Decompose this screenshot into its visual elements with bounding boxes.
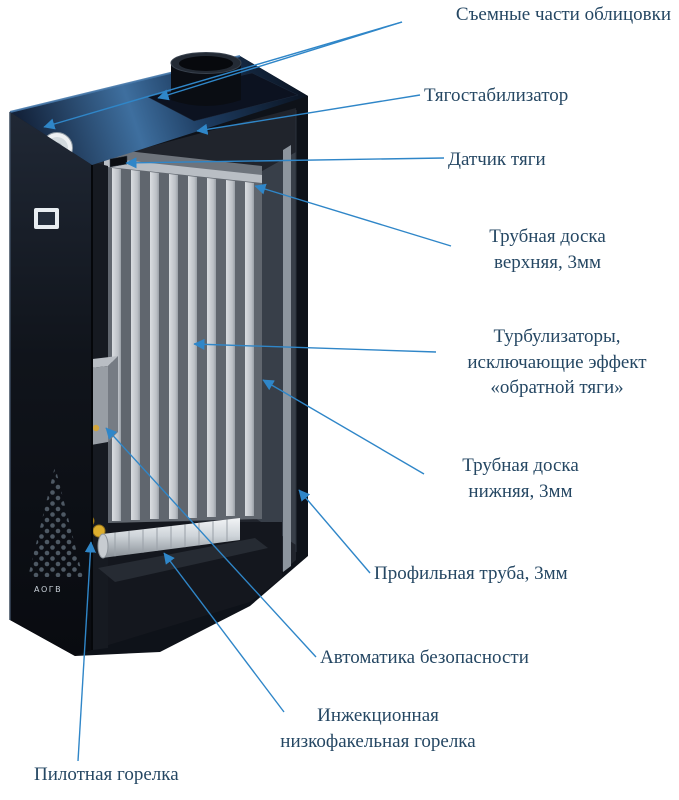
automation-knob — [92, 424, 100, 432]
label-line: Инжекционная — [317, 705, 439, 726]
front-panel-face — [10, 112, 92, 656]
label-line: нижняя, 3мм — [468, 480, 573, 502]
label-line: «обратной тяги» — [490, 377, 624, 399]
burner-tube — [97, 518, 240, 559]
label-line: Трубная доска — [489, 226, 606, 247]
control-display — [34, 208, 59, 229]
fin — [112, 168, 121, 521]
leader-lower-tube-plate — [262, 379, 425, 475]
label-draft-sensor: Датчик тяги — [448, 149, 546, 170]
label-upper-tube-plate: Трубная доска верхняя, 3мм — [455, 224, 640, 275]
label-safety-automation: Автоматика безопасности — [320, 647, 529, 668]
display-screen — [38, 212, 55, 225]
leader-injection-burner — [163, 552, 285, 713]
leader-draft-stabilizer — [196, 94, 421, 135]
label-line: Турбулизаторы, — [493, 326, 621, 347]
fin — [207, 178, 216, 517]
label-pilot-burner: Пилотная горелка — [34, 764, 179, 785]
label-line: низкофакельная горелка — [280, 730, 476, 752]
flue-opening — [179, 56, 233, 71]
base-plate — [98, 538, 268, 582]
label-draft-stabilizer: Тягостабилизатор — [424, 85, 569, 106]
front-panel: АОГВ — [9, 112, 93, 656]
boiler-illustration: АОГВ — [9, 52, 308, 656]
burner-tube-endcap — [97, 533, 109, 559]
fin — [131, 170, 140, 520]
leader-safety-automation — [105, 427, 317, 658]
label-lower-tube-plate: Трубная доска нижняя, 3мм — [428, 453, 613, 504]
leader-turbulators — [193, 338, 437, 353]
fin — [150, 172, 159, 519]
casing-cut-edge — [283, 145, 291, 572]
leader-lines — [43, 21, 452, 762]
leader-upper-tube-plate — [254, 183, 452, 247]
fin — [226, 180, 235, 516]
fin-slot-area — [108, 167, 262, 523]
leader-removable-cladding-b — [157, 21, 403, 101]
ventilation-holes — [28, 466, 83, 577]
label-profile-pipe: Профильная труба, 3мм — [374, 563, 568, 584]
automation-box-side — [108, 356, 118, 442]
leader-profile-pipe — [298, 489, 371, 574]
brand-logo: АОГВ — [34, 585, 62, 594]
leader-removable-cladding-a — [43, 21, 403, 130]
burner-ribs — [114, 519, 228, 557]
fin — [245, 182, 254, 516]
leader-pilot-burner — [77, 541, 96, 762]
fin — [169, 174, 178, 519]
label-line: исключающие эффект — [467, 351, 647, 373]
fin — [188, 176, 197, 518]
label-line: Трубная доска — [462, 455, 579, 476]
label-injection-burner: Инжекционная низкофакельная горелка — [258, 703, 498, 754]
label-removable-cladding: Съемные части облицовки — [455, 4, 671, 25]
label-turbulators: Турбулизаторы, исключающие эффект «обрат… — [432, 324, 679, 401]
leader-draft-sensor — [125, 157, 445, 169]
label-line: верхняя, 3мм — [494, 251, 601, 273]
